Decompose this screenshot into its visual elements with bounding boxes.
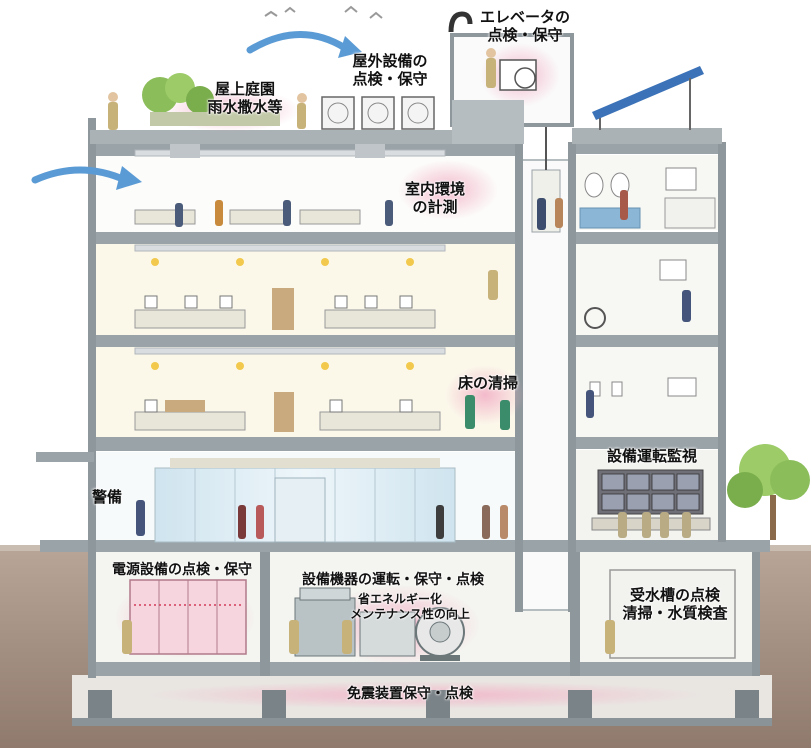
label-maintainability: メンテナンス性の向上 bbox=[350, 607, 470, 621]
label-power-equipment: 電源設備の点検・保守 bbox=[112, 562, 252, 578]
label-floor-cleaning: 床の清掃 bbox=[457, 374, 518, 392]
monitoring-panels bbox=[591, 469, 711, 531]
rooftop-garden bbox=[142, 73, 300, 132]
outdoor-units bbox=[321, 96, 435, 130]
seismic-isolators bbox=[88, 690, 759, 720]
birds bbox=[264, 5, 383, 19]
label-seismic-isolation: 免震装置保守・点検 bbox=[347, 686, 473, 702]
label-equipment-monitoring: 設備運転監視 bbox=[606, 447, 697, 465]
people bbox=[108, 48, 691, 654]
ceiling-lights bbox=[151, 258, 414, 370]
water-tank bbox=[609, 569, 736, 659]
label-equipment-operation: 設備機器の運転・保守・点検 bbox=[302, 572, 484, 588]
label-water-tank: 受水槽の点検 清掃・水質検査 bbox=[622, 586, 728, 622]
label-rooftop-garden: 屋上庭園 雨水撒水等 bbox=[207, 80, 283, 116]
label-indoor-environment: 室内環境 の計測 bbox=[404, 180, 465, 216]
wind-arrows bbox=[31, 31, 349, 184]
exterior-tree bbox=[727, 444, 810, 540]
label-energy-saving: 省エネルギー化 bbox=[357, 592, 442, 606]
columns bbox=[88, 118, 760, 678]
mechanical-equipment bbox=[294, 587, 465, 661]
ducts bbox=[134, 149, 446, 355]
power-cabinets bbox=[129, 579, 247, 655]
solar-panels bbox=[592, 66, 704, 130]
label-elevator: エレベータの 点検・保守 bbox=[479, 8, 570, 44]
label-security: 警備 bbox=[91, 488, 122, 506]
label-outdoor-equipment: 屋外設備の 点検・保守 bbox=[352, 52, 428, 88]
